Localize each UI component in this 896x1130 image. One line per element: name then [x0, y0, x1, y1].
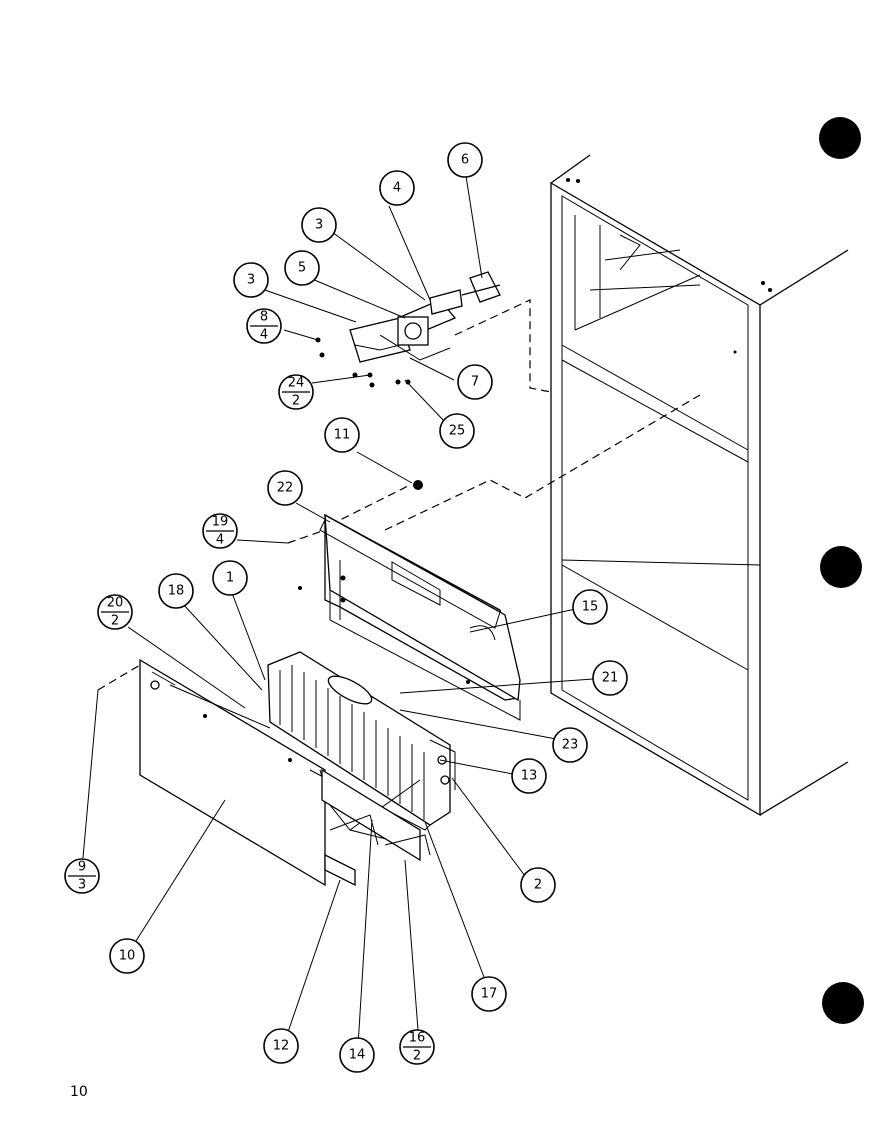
- callout-4: 4: [379, 170, 415, 206]
- callout-2: 2: [520, 867, 556, 903]
- callout-8-4: 8 4: [246, 308, 282, 344]
- svg-text:20: 20: [107, 596, 124, 611]
- svg-text:4: 4: [393, 181, 401, 196]
- svg-text:24: 24: [288, 376, 305, 391]
- back-panel: [139, 658, 326, 887]
- callout-12: 12: [263, 1028, 299, 1064]
- svg-text:5: 5: [298, 261, 306, 276]
- callout-3-lower: 3: [233, 262, 269, 298]
- callout-15: 15: [572, 589, 608, 625]
- callout-5: 5: [284, 250, 320, 286]
- callout-16-2: 16 2: [399, 1029, 435, 1065]
- binder-hole-top: [819, 117, 861, 159]
- svg-text:2: 2: [413, 1049, 421, 1064]
- svg-text:4: 4: [216, 533, 224, 548]
- assembly-line-9: [97, 664, 141, 691]
- svg-text:3: 3: [247, 273, 255, 288]
- svg-text:21: 21: [602, 671, 619, 686]
- assembly-line-fan: [454, 299, 552, 393]
- svg-text:22: 22: [277, 481, 294, 496]
- callout-6: 6: [447, 142, 483, 178]
- svg-text:3: 3: [315, 218, 323, 233]
- svg-text:8: 8: [260, 310, 268, 325]
- page-number: 10: [70, 1084, 88, 1100]
- svg-text:7: 7: [471, 375, 479, 390]
- svg-text:4: 4: [260, 328, 268, 343]
- drain-trough: [321, 768, 431, 887]
- binder-hole-middle: [820, 546, 862, 588]
- fan-motor-assembly: [315, 271, 501, 388]
- svg-text:18: 18: [168, 584, 185, 599]
- svg-text:2: 2: [292, 394, 300, 409]
- svg-text:19: 19: [212, 515, 229, 530]
- callout-17: 17: [471, 976, 507, 1012]
- svg-text:10: 10: [119, 949, 136, 964]
- svg-text:14: 14: [349, 1048, 366, 1063]
- refrigerator-cabinet: [550, 154, 849, 817]
- callout-22: 22: [267, 470, 303, 506]
- callout-11: 11: [324, 417, 360, 453]
- svg-text:2: 2: [111, 614, 119, 629]
- evaporator-cover: [298, 480, 521, 721]
- callout-1: 1: [212, 560, 248, 596]
- callout-24-2: 24 2: [278, 374, 314, 410]
- svg-text:3: 3: [78, 878, 86, 893]
- callout-3-upper: 3: [301, 207, 337, 243]
- assembly-line-screw-19: [287, 529, 326, 544]
- svg-text:25: 25: [449, 424, 466, 439]
- assembly-line-11: [329, 484, 411, 526]
- svg-text:2: 2: [534, 878, 542, 893]
- callout-25: 25: [439, 413, 475, 449]
- svg-text:12: 12: [273, 1039, 290, 1054]
- leader-lines: [82, 175, 594, 1047]
- assembly-line-cover: [384, 394, 701, 531]
- callout-20-2: 20 2: [97, 594, 133, 630]
- svg-text:15: 15: [582, 600, 599, 615]
- callout-9-3: 9 3: [64, 858, 100, 894]
- svg-text:1: 1: [226, 571, 234, 586]
- svg-text:23: 23: [562, 738, 579, 753]
- svg-text:11: 11: [334, 428, 351, 443]
- callout-7: 7: [457, 364, 493, 400]
- evaporator-coil: [267, 651, 456, 841]
- svg-text:17: 17: [481, 987, 498, 1002]
- svg-text:13: 13: [521, 769, 538, 784]
- binder-hole-bottom: [822, 982, 864, 1024]
- callout-14: 14: [339, 1037, 375, 1073]
- callout-13: 13: [511, 758, 547, 794]
- callout-23: 23: [552, 727, 588, 763]
- callout-21: 21: [592, 660, 628, 696]
- svg-text:9: 9: [78, 860, 86, 875]
- callout-19-4: 19 4: [202, 513, 238, 549]
- callout-18: 18: [158, 573, 194, 609]
- svg-text:6: 6: [461, 153, 469, 168]
- svg-text:16: 16: [409, 1031, 426, 1046]
- callout-10: 10: [109, 938, 145, 974]
